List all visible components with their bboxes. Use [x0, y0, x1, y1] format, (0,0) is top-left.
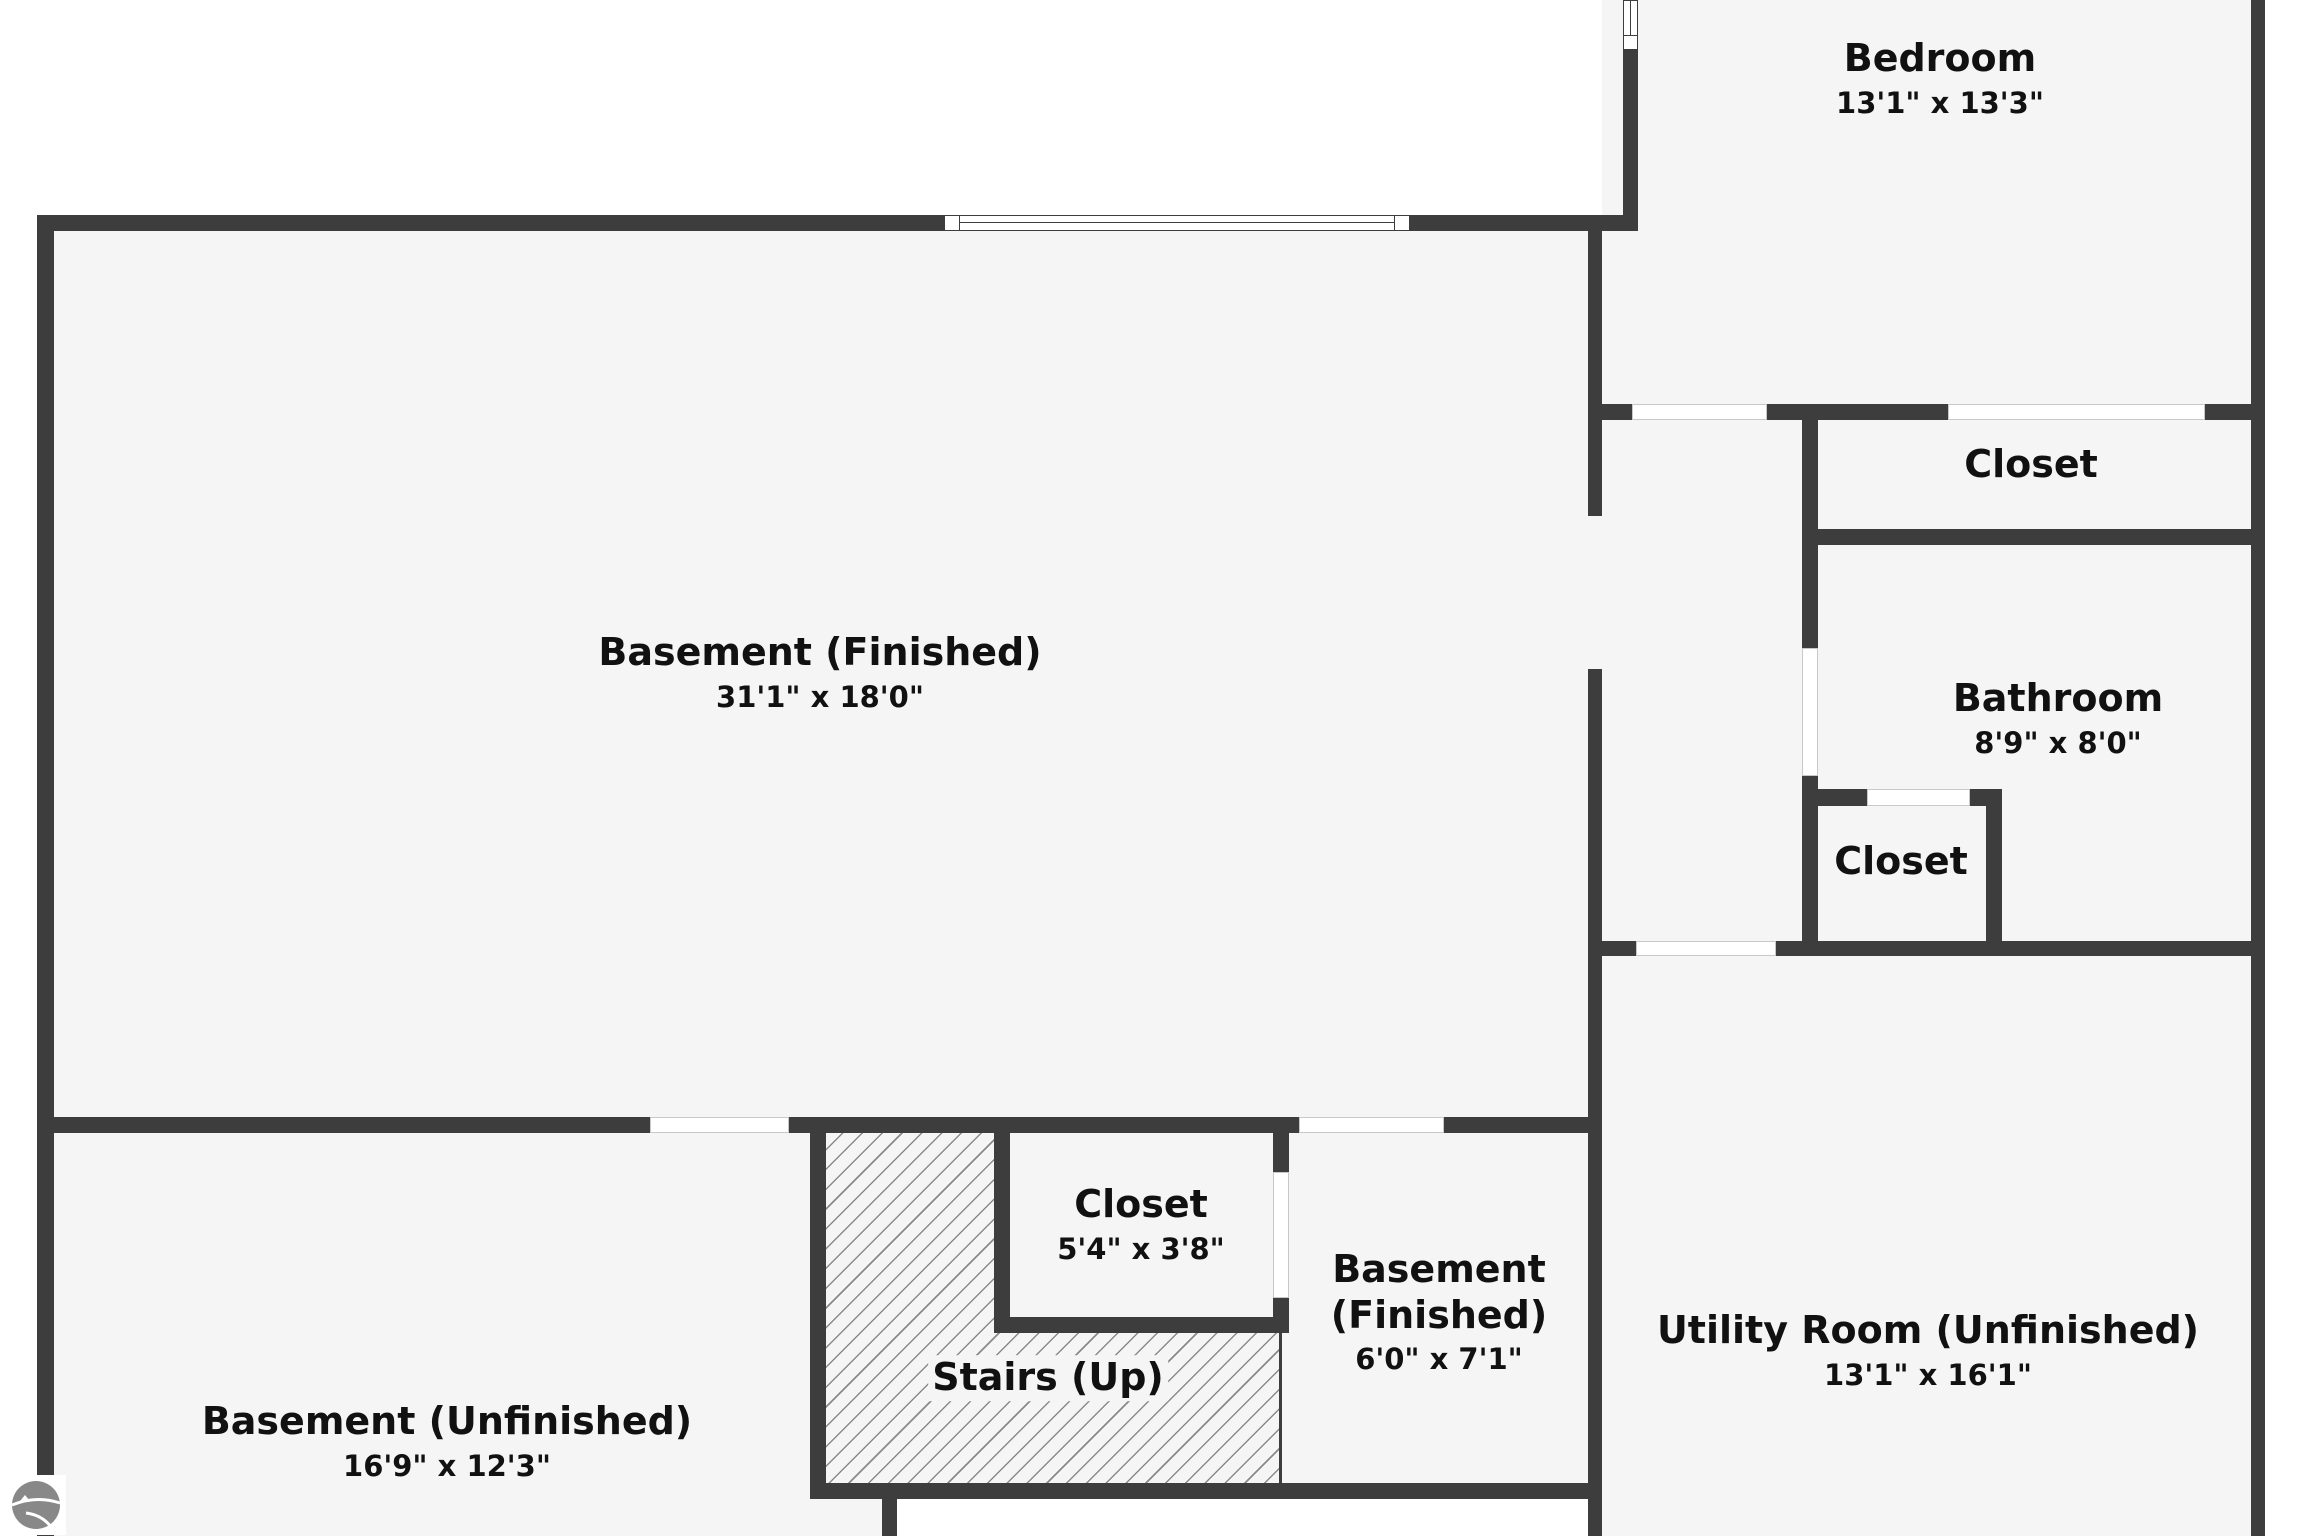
room-dimensions: 5'4" x 3'8": [1057, 1231, 1225, 1266]
wall-closet-bottom: [1818, 529, 2251, 545]
wall-main-right-upper: [1588, 231, 1602, 516]
wall-bath-closet-right: [1986, 789, 2002, 941]
wall-main-right-lower: [1588, 669, 1602, 1536]
room-label-basement-small: Basement (Finished) 6'0" x 7'1": [1331, 1247, 1547, 1377]
room-name: Closet: [1074, 1181, 1208, 1226]
room-label-closet-stairs: Closet 5'4" x 3'8": [1057, 1182, 1225, 1266]
door-bedroom[interactable]: [1632, 404, 1767, 420]
room-label-basement-finished: Basement (Finished) 31'1" x 18'0": [598, 630, 1041, 714]
door-hall-utility[interactable]: [1636, 941, 1776, 956]
wall-stair-closet-left: [994, 1133, 1010, 1333]
floor-bedroom: [1602, 0, 2265, 1536]
exterior-area: [897, 1499, 1588, 1536]
room-dimensions: 16'9" x 12'3": [343, 1448, 551, 1483]
room-dimensions: 6'0" x 7'1": [1355, 1342, 1523, 1377]
room-label-closet-bathroom: Closet: [1834, 839, 1968, 885]
room-name-line-2: (Finished): [1330, 1292, 1548, 1337]
room-label-utility: Utility Room (Unfinished) 13'1" x 16'1": [1657, 1308, 2199, 1392]
room-dimensions: 8'9" x 8'0": [1974, 725, 2142, 760]
room-label-closet-bedroom: Closet: [1964, 442, 2098, 488]
door-basement-small[interactable]: [1299, 1117, 1444, 1133]
room-name: Bathroom: [1952, 675, 2164, 720]
wall-stairs-bottom: [810, 1483, 1602, 1499]
door-bath-closet[interactable]: [1867, 789, 1970, 806]
room-name: Utility Room (Unfinished): [1656, 1307, 2200, 1352]
room-name: Closet: [1834, 839, 1968, 884]
wall-right: [2251, 0, 2265, 1536]
door-basement-unfinished[interactable]: [650, 1117, 789, 1133]
room-name: Basement (Unfinished): [201, 1398, 693, 1443]
wall-middle: [37, 1117, 1602, 1133]
room-name: Basement (Finished): [598, 629, 1042, 674]
door-bedroom-closet[interactable]: [1948, 404, 2205, 420]
wall-stair-closet-bottom: [994, 1317, 1289, 1333]
room-label-stairs: Stairs (Up): [928, 1355, 1168, 1401]
room-label-bedroom: Bedroom 13'1" x 13'3": [1836, 36, 2044, 120]
wall-stairs-left: [810, 1133, 826, 1499]
room-dimensions: 31'1" x 18'0": [716, 679, 924, 714]
wall-bedroom-left: [1623, 0, 1638, 231]
window-bedroom: [1623, 0, 1638, 50]
room-name: Stairs (Up): [928, 1355, 1168, 1401]
room-name: Bedroom: [1843, 35, 2037, 80]
door-stair-closet[interactable]: [1273, 1172, 1289, 1298]
room-dimensions: 13'1" x 13'3": [1836, 85, 2044, 120]
room-name: Closet: [1964, 442, 2098, 487]
door-bathroom[interactable]: [1802, 648, 1818, 776]
wall-left: [37, 215, 54, 1536]
house-landscape-logo-icon: [6, 1475, 66, 1535]
floor-stair-closet: [1010, 1133, 1273, 1317]
wall-bottom-stub: [882, 1499, 897, 1536]
room-name-line-1: Basement: [1332, 1247, 1546, 1292]
window-top: [944, 215, 1410, 231]
room-dimensions: 13'1" x 16'1": [1824, 1357, 2032, 1392]
room-label-basement-unfinished: Basement (Unfinished) 16'9" x 12'3": [202, 1399, 692, 1483]
room-label-bathroom: Bathroom 8'9" x 8'0": [1953, 676, 2163, 760]
exterior-right: [2265, 0, 2304, 1536]
stairs-edge-line: [1279, 1333, 1282, 1483]
